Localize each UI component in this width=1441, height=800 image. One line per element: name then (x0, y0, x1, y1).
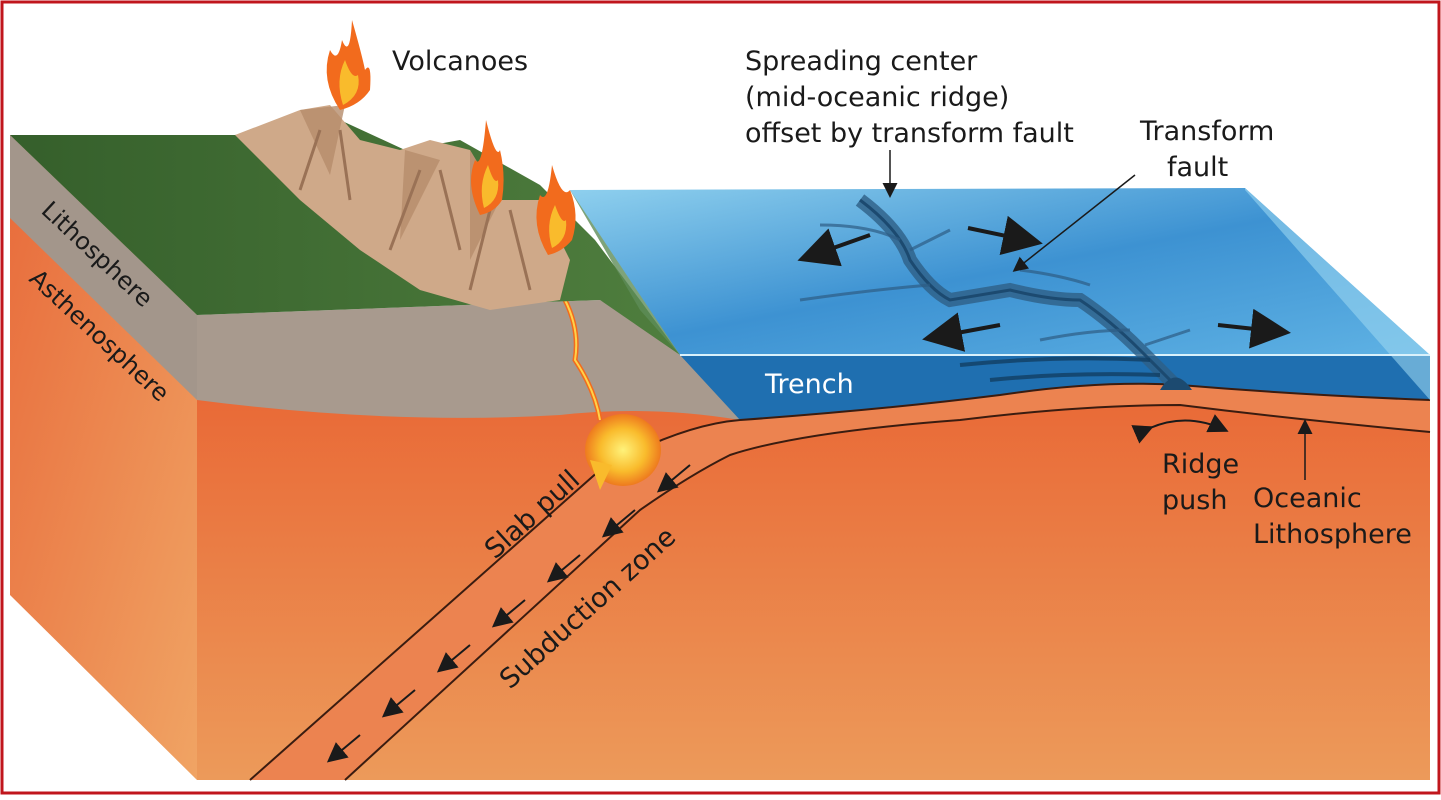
label-transform-fault-2: fault (1167, 152, 1228, 183)
label-ridge-push-2: push (1162, 485, 1227, 516)
label-transform-fault-1: Transform (1139, 116, 1274, 147)
label-volcanoes: Volcanoes (392, 46, 528, 77)
label-spreading-center-2: (mid-oceanic ridge) (745, 82, 1009, 113)
label-spreading-center-1: Spreading center (745, 46, 978, 77)
label-trench: Trench (764, 369, 854, 400)
label-oceanic-lithosphere-1: Oceanic (1253, 483, 1362, 514)
label-spreading-center-3: offset by transform fault (745, 118, 1074, 149)
label-oceanic-lithosphere-2: Lithosphere (1253, 519, 1412, 550)
label-ridge-push-1: Ridge (1162, 449, 1239, 480)
